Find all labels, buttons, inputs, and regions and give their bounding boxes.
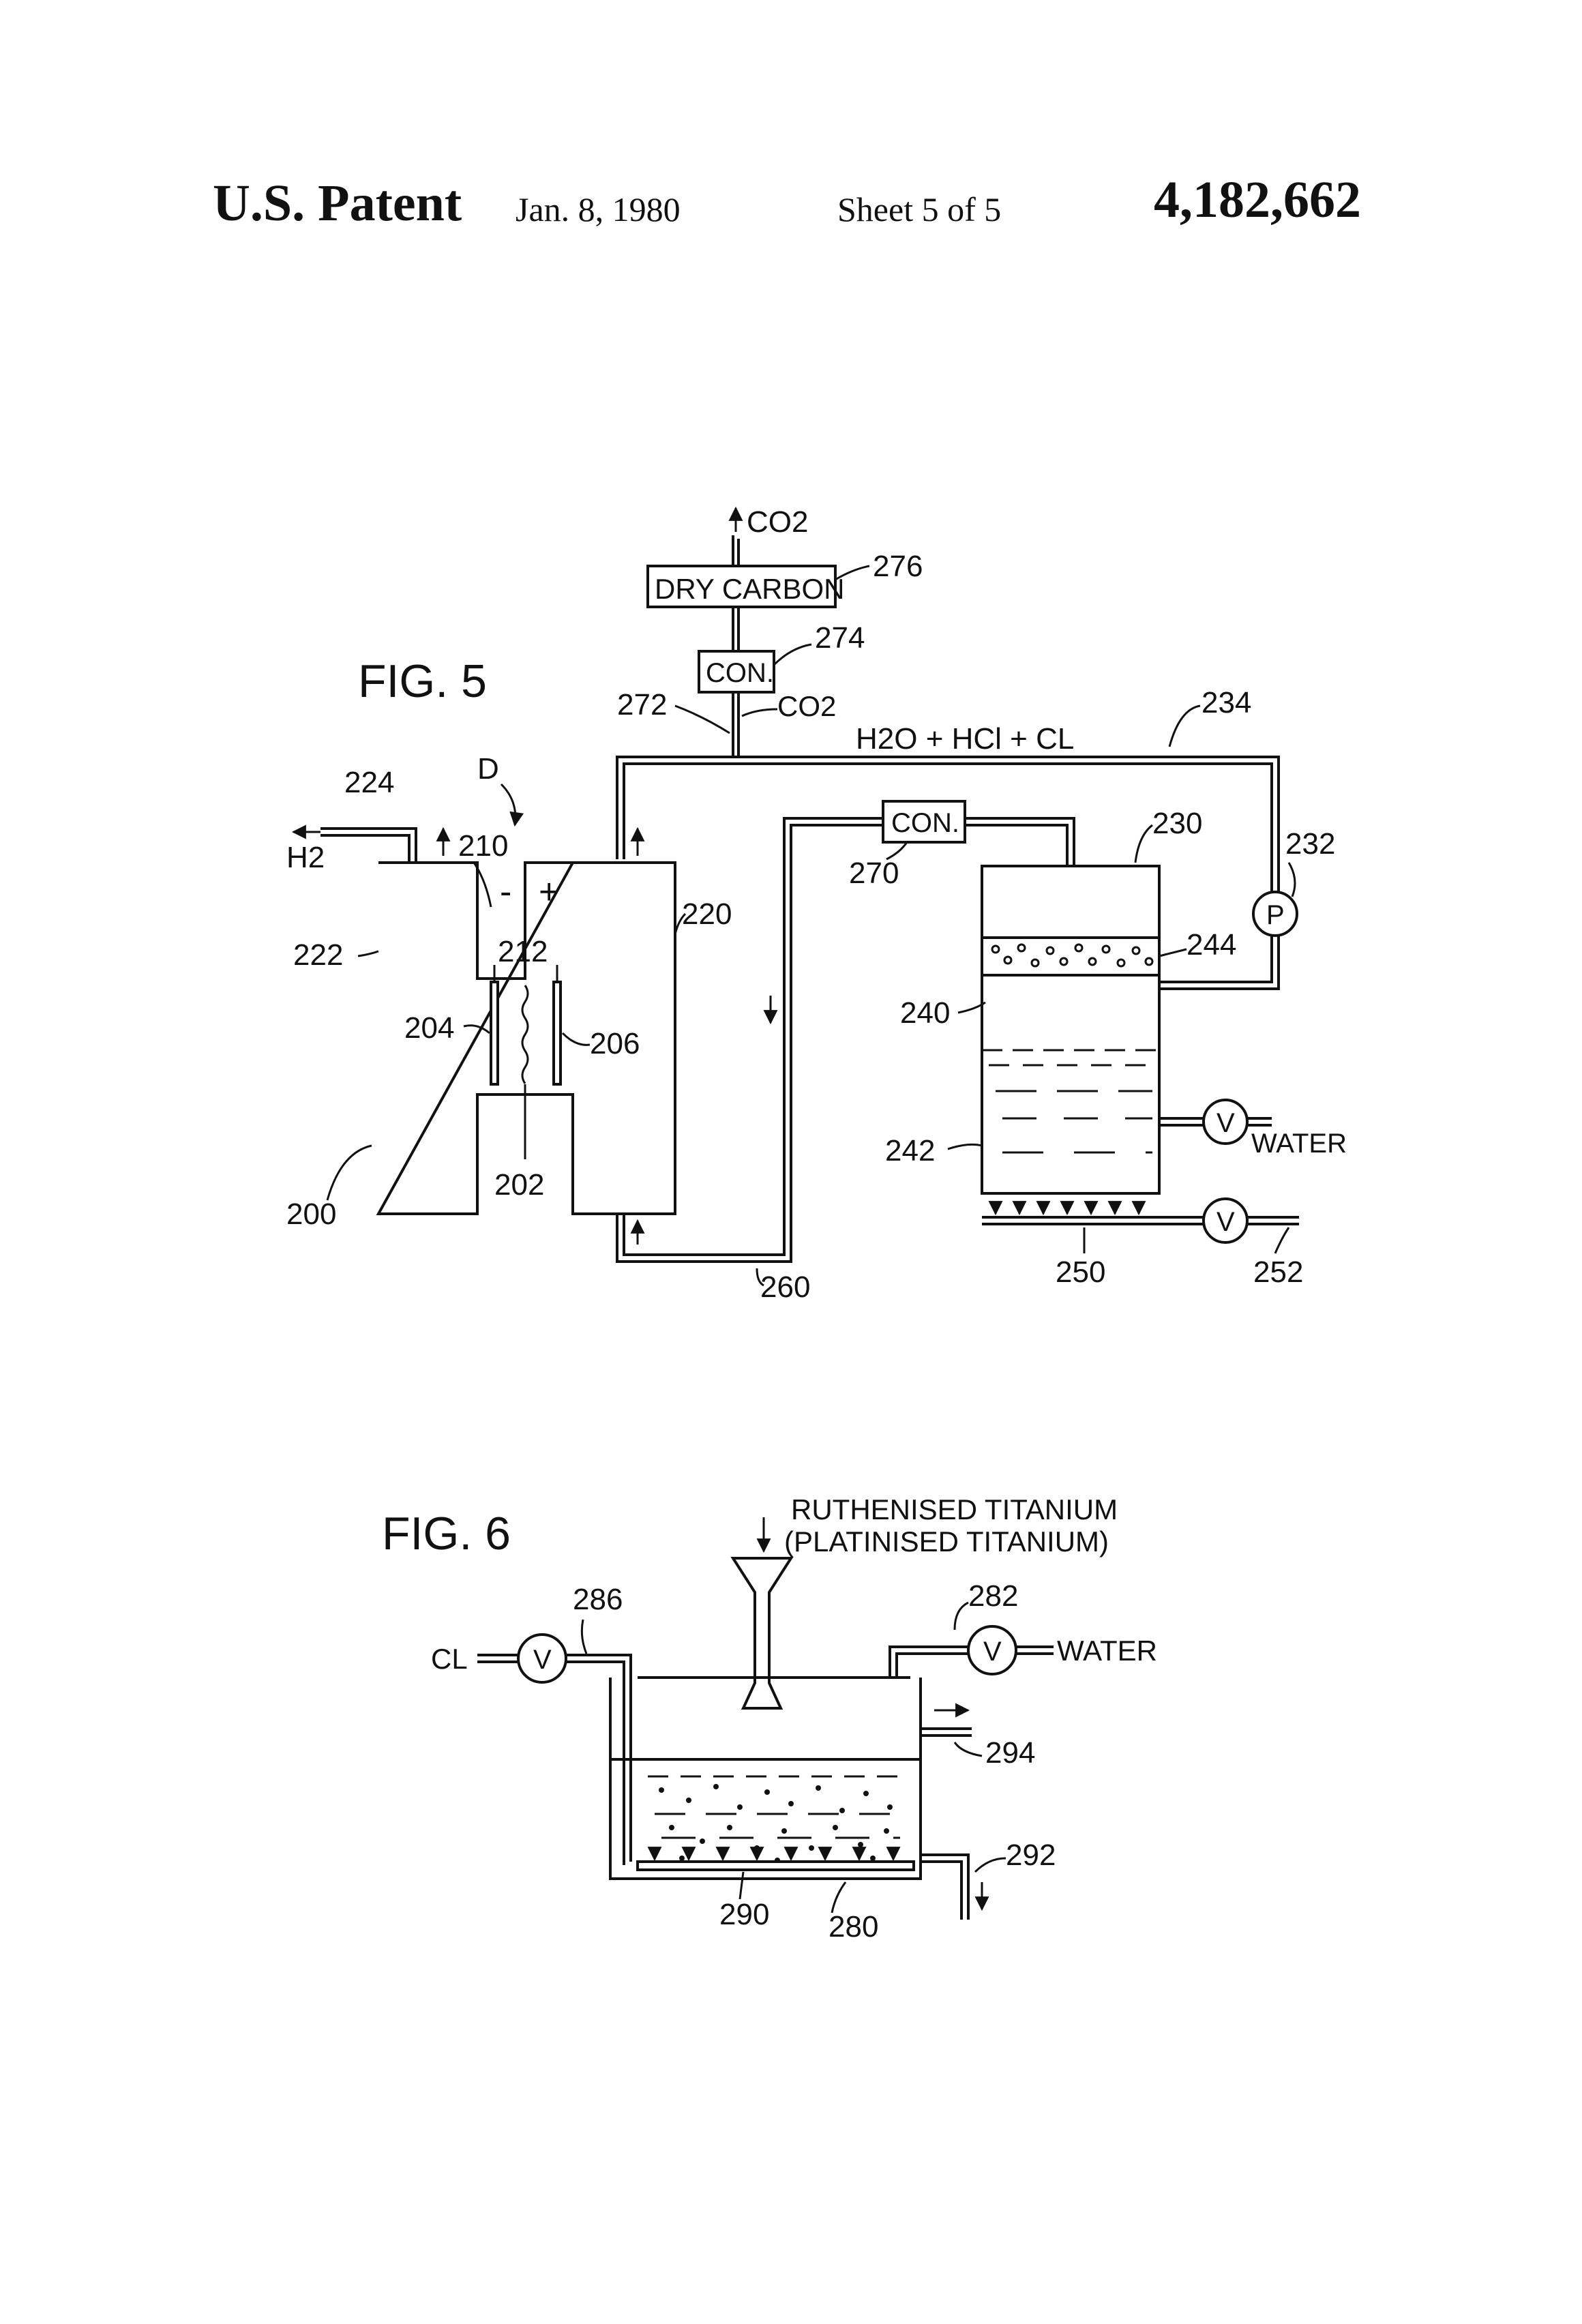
electrode-204 — [491, 982, 498, 1084]
plus-sign: + — [539, 872, 559, 912]
electrode-206 — [554, 982, 561, 1084]
ref-286: 286 — [573, 1583, 623, 1616]
minus-sign: - — [500, 872, 511, 912]
ref-252: 252 — [1253, 1255, 1303, 1289]
pipe-con-column-2 — [965, 825, 1067, 866]
ref-212: 212 — [498, 935, 548, 968]
ref-294: 294 — [985, 1736, 1035, 1770]
fig5-title: FIG. 5 — [358, 655, 487, 707]
fig5: FIG. 5 CO2 DRY CARBON 276 CON. 274 272 C… — [286, 505, 1347, 1304]
ref-270: 270 — [849, 856, 899, 890]
ref-224: 224 — [344, 766, 394, 799]
leader-244 — [1159, 949, 1186, 956]
leader-272 — [675, 706, 730, 733]
column-230 — [982, 866, 1159, 1193]
water-valve-fig6-label: V — [983, 1637, 1002, 1667]
cl-label: CL — [431, 1643, 468, 1675]
leader-286 — [582, 1620, 586, 1654]
leader-294 — [955, 1742, 982, 1756]
leader-290 — [740, 1872, 743, 1899]
ref-210: 210 — [458, 829, 508, 863]
leader-222 — [358, 951, 378, 956]
ref-250: 250 — [1056, 1255, 1105, 1289]
leader-co2-side — [742, 709, 777, 716]
distributor-290 — [638, 1862, 914, 1870]
ref-230: 230 — [1152, 807, 1202, 840]
tank-liquid — [648, 1776, 907, 1863]
condenser-mid-label: CON. — [891, 808, 959, 838]
label-d: D — [477, 752, 499, 786]
leader-274 — [774, 644, 811, 665]
cl-downpipe-2 — [566, 1662, 624, 1865]
ref-244: 244 — [1186, 928, 1236, 962]
water-fig6-label: WATER — [1057, 1635, 1157, 1667]
ref-260: 260 — [760, 1270, 810, 1304]
leader-282 — [955, 1603, 968, 1630]
ref-290: 290 — [719, 1898, 769, 1931]
water-label: WATER — [1251, 1129, 1347, 1159]
material-line2: (PLATINISED TITANIUM) — [784, 1525, 1109, 1558]
ref-204: 204 — [404, 1011, 454, 1045]
loop-260-inner — [624, 818, 883, 1255]
ref-282: 282 — [968, 1579, 1018, 1613]
ref-274: 274 — [815, 621, 865, 655]
outlet-292-2 — [921, 1862, 961, 1920]
gas-line-label: H2O + HCl + CL — [856, 722, 1074, 756]
ref-222: 222 — [293, 938, 343, 972]
distributor-290-arrows — [655, 1849, 893, 1860]
ref-234: 234 — [1202, 686, 1251, 719]
membrane-202 — [522, 985, 528, 1084]
ref-206: 206 — [590, 1027, 640, 1060]
loop-260-outer — [617, 825, 883, 1262]
h2-label: H2 — [286, 841, 325, 874]
co2-top-label: CO2 — [747, 505, 808, 539]
water-inlet-pipe-2 — [897, 1654, 968, 1678]
pump-label: P — [1266, 900, 1285, 930]
ref-240: 240 — [900, 996, 950, 1030]
leader-200 — [327, 1146, 372, 1200]
h2-pipe — [320, 835, 409, 863]
ref-242: 242 — [885, 1134, 935, 1167]
leader-280 — [832, 1882, 846, 1913]
water-valve-label: V — [1217, 1108, 1235, 1138]
distributor-arrows — [996, 1202, 1139, 1214]
water-inlet-pipe — [890, 1647, 968, 1678]
ref-276: 276 — [873, 550, 923, 583]
leader-292 — [975, 1858, 1006, 1872]
ref-280: 280 — [829, 1910, 878, 1943]
fig6: FIG. 6 RUTHENISED TITANIUM (PLATINISED T… — [382, 1493, 1157, 1943]
leader-252 — [1275, 1227, 1289, 1253]
leader-230 — [1135, 825, 1152, 863]
feed-funnel — [733, 1558, 791, 1708]
leader-242 — [948, 1144, 982, 1149]
arrow-d — [501, 784, 516, 825]
leader-232 — [1289, 863, 1295, 897]
ref-202: 202 — [494, 1168, 544, 1202]
dry-carbon-label: DRY CARBON — [655, 573, 845, 605]
ref-232: 232 — [1285, 827, 1335, 861]
leader-234 — [1169, 706, 1200, 747]
ref-220: 220 — [682, 897, 732, 931]
drain-valve-label: V — [1217, 1207, 1235, 1237]
material-line1: RUTHENISED TITANIUM — [791, 1493, 1118, 1525]
co2-side-label: CO2 — [777, 690, 836, 722]
ref-272: 272 — [617, 688, 667, 721]
h2-pipe-2 — [320, 829, 416, 863]
cl-valve-label: V — [533, 1645, 552, 1675]
condenser-top-label: CON. — [706, 658, 774, 688]
leader-204 — [464, 1026, 490, 1033]
fig6-title: FIG. 6 — [382, 1508, 511, 1560]
ref-292: 292 — [1006, 1838, 1056, 1872]
ref-200: 200 — [286, 1197, 336, 1231]
leader-206 — [563, 1033, 590, 1045]
